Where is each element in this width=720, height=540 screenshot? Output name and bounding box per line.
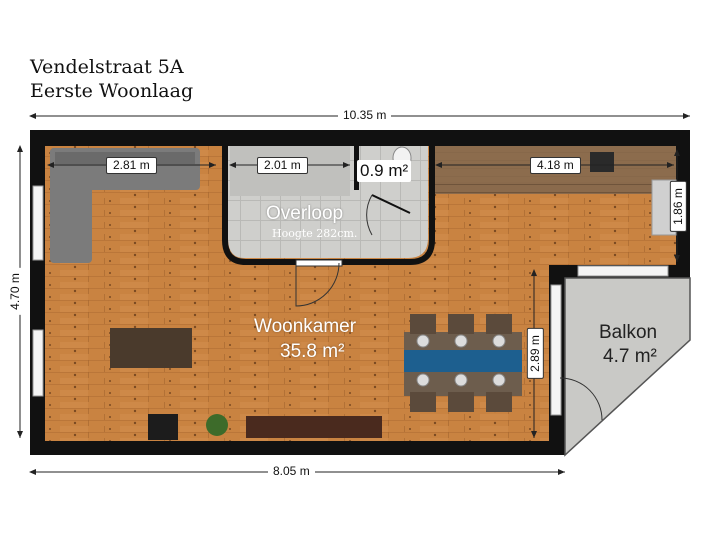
total-depth-label: 4.70 m bbox=[7, 268, 23, 315]
doors bbox=[295, 194, 603, 421]
woonkamer-area: 35.8 m² bbox=[280, 341, 345, 362]
total-width-label: 10.35 m bbox=[338, 108, 392, 123]
balkon-name: Balkon bbox=[599, 322, 658, 343]
overloop-wall-dimension: 2.01 m bbox=[257, 157, 308, 174]
cooktop bbox=[590, 152, 614, 172]
sideboard bbox=[246, 416, 382, 438]
toilet-separator-wall bbox=[354, 146, 359, 190]
balcony-floor bbox=[565, 278, 690, 455]
windows bbox=[32, 185, 669, 416]
dining-depth-dimension: 2.89 m bbox=[526, 328, 544, 379]
sofa-wall-dimension: 2.81 m bbox=[106, 157, 157, 174]
bottom-width-label: 8.05 m bbox=[268, 464, 315, 479]
overloop-height-note: Hoogte 282cm. bbox=[272, 227, 358, 240]
plant bbox=[206, 414, 228, 436]
table-runner bbox=[404, 350, 522, 372]
plan-floor-name: Eerste Woonlaag bbox=[30, 80, 194, 102]
balkon-area: 4.7 m² bbox=[603, 346, 657, 367]
toilet-area: 0.9 m² bbox=[357, 160, 412, 182]
dining-chairs bbox=[410, 314, 512, 412]
tv-cabinet bbox=[110, 328, 192, 368]
overloop-name: Overloop bbox=[266, 203, 344, 224]
speaker bbox=[148, 414, 178, 440]
kitchen-depth-dimension: 1.86 m bbox=[669, 181, 687, 232]
plan-address: Vendelstraat 5A bbox=[30, 56, 184, 78]
kitchen-wall-dimension: 4.18 m bbox=[530, 157, 581, 174]
woonkamer-name: Woonkamer bbox=[254, 316, 357, 337]
